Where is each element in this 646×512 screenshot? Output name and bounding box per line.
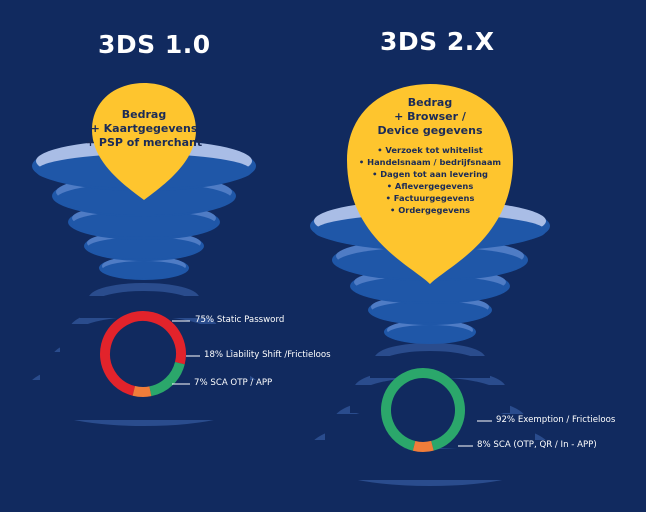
bullet-item: Dagen tot aan levering: [350, 168, 510, 180]
left-drop-text: Bedrag + Kaartgegevens + PSP of merchant: [84, 108, 204, 150]
right-donut-label: 92% Exemption / Frictieloos: [496, 415, 616, 425]
bullet-item: Factuurgegevens: [350, 192, 510, 204]
left-info-drop: [92, 83, 196, 200]
right-title: 3DS 2.X: [380, 27, 495, 56]
left-donut-label: 7% SCA OTP / APP: [194, 378, 273, 388]
left-donut-segment-1: [149, 361, 185, 397]
right-donut-label: 8% SCA (OTP, QR / In - APP): [477, 440, 597, 450]
bullet-item: Aflevergegevens: [350, 180, 510, 192]
left-donut-segment-2: [132, 385, 152, 397]
left-donut-label: 18% Liability Shift /Frictieloos: [204, 350, 331, 360]
right-drop-line: Device gegevens: [377, 124, 483, 137]
bullet-item: Verzoek tot whitelist: [350, 144, 510, 156]
left-drop-line: + Kaartgegevens: [90, 122, 198, 135]
left-donut-segment-0: [100, 311, 186, 396]
bullet-item: Ordergegevens: [350, 204, 510, 216]
right-drop-line: Bedrag: [407, 96, 453, 109]
right-donut-chart: [381, 368, 465, 452]
left-drop-line: + PSP of merchant: [85, 136, 203, 149]
right-drop-text: Bedrag + Browser / Device gegevens Verzo…: [350, 96, 510, 216]
right-drop-line: + Browser /: [394, 110, 466, 123]
left-donut-chart: [100, 311, 186, 397]
right-donut-segment-1: [412, 440, 434, 452]
right-donut-segment-0: [381, 368, 465, 451]
bullet-item: Handelsnaam / bedrijfsnaam: [350, 156, 510, 168]
left-donut-label: 75% Static Password: [195, 315, 285, 325]
left-title: 3DS 1.0: [98, 30, 211, 59]
right-drop-bullet-list: Verzoek tot whitelist Handelsnaam / bedr…: [350, 144, 510, 216]
left-drop-line: Bedrag: [121, 108, 167, 121]
